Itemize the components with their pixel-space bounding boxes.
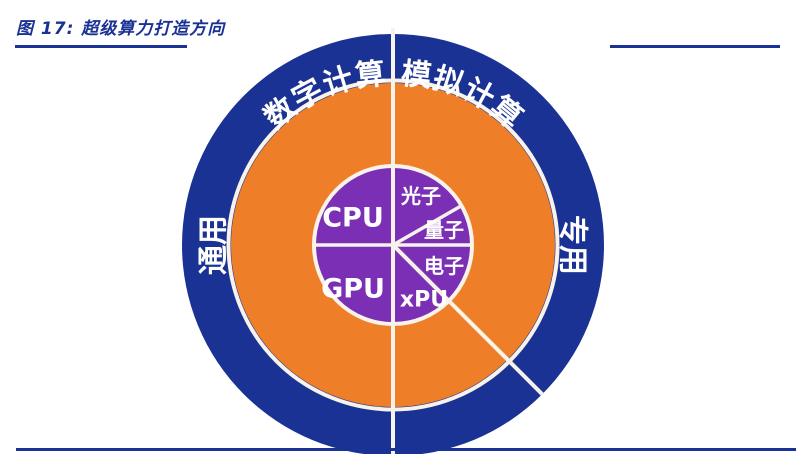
inner-segment-photon: 光子 xyxy=(400,184,441,208)
inner-segment-electron: 电子 xyxy=(424,254,464,278)
inner-segment-cpu: CPU xyxy=(322,203,384,234)
inner-segment-gpu: GPU xyxy=(321,274,385,305)
spoke-electron-xpu-extended xyxy=(391,243,562,414)
outer-ring-label-dedicated: 专用 xyxy=(555,215,590,275)
page-title: 图 17: 超级算力打造方向 xyxy=(16,19,226,39)
spoke-photon-quantum xyxy=(392,204,462,247)
inner-segment-quantum: 量子 xyxy=(424,218,464,242)
inner-segment-xpu: xPU xyxy=(400,288,448,313)
footer-rule xyxy=(16,448,796,451)
title-rule-right xyxy=(610,45,780,48)
figure-header: 图 17: 超级算力打造方向 xyxy=(0,0,812,52)
title-rule-left xyxy=(15,45,187,48)
outer-ring-label-general: 通用 xyxy=(197,215,232,275)
